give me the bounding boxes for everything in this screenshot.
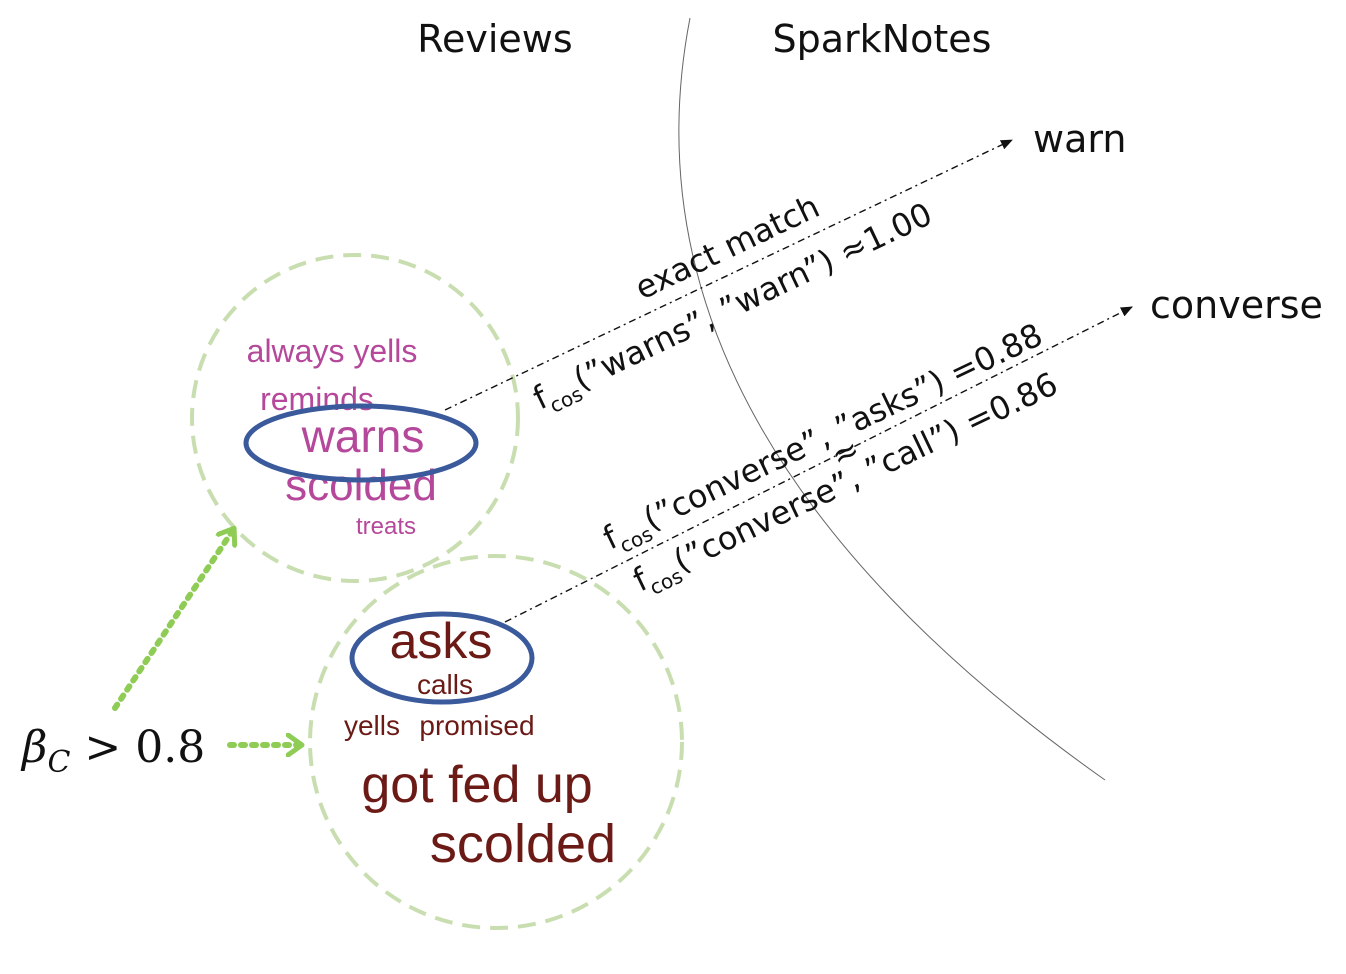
sparknotes-header: SparkNotes <box>773 17 992 61</box>
link-warns-warn <box>444 139 1013 411</box>
link-asks-converse <box>504 306 1133 623</box>
beta-subscript: C <box>47 745 70 780</box>
highlight-ellipse-warns <box>243 403 479 483</box>
cluster-bottom-word: asks <box>390 613 493 669</box>
cluster-bottom-circle <box>308 554 684 930</box>
cluster-bottom-word: scolded <box>430 814 616 874</box>
beta-symbol: β <box>20 722 47 773</box>
cluster-top-word: treats <box>356 513 416 540</box>
threshold-label: βC > 0.8 <box>20 722 205 780</box>
cluster-top-word: always yells <box>247 333 418 369</box>
target-converse: converse <box>1150 283 1323 327</box>
highlight-ellipse-asks <box>349 611 535 705</box>
cluster-top-word: warns <box>301 410 425 462</box>
separator-arc <box>678 17 1106 781</box>
green-arrow-up <box>112 530 233 711</box>
threshold-value: > 0.8 <box>70 722 205 773</box>
cluster-bottom-word: got fed up <box>361 756 592 814</box>
cluster-top-word: scolded <box>285 461 437 510</box>
target-warn: warn <box>1033 117 1126 161</box>
cluster-bottom-word: yells <box>344 710 400 741</box>
reviews-header: Reviews <box>417 17 572 61</box>
cluster-top-circle <box>190 253 520 583</box>
cluster-bottom-word: promised <box>419 710 534 741</box>
cluster-bottom-word: calls <box>417 669 473 700</box>
